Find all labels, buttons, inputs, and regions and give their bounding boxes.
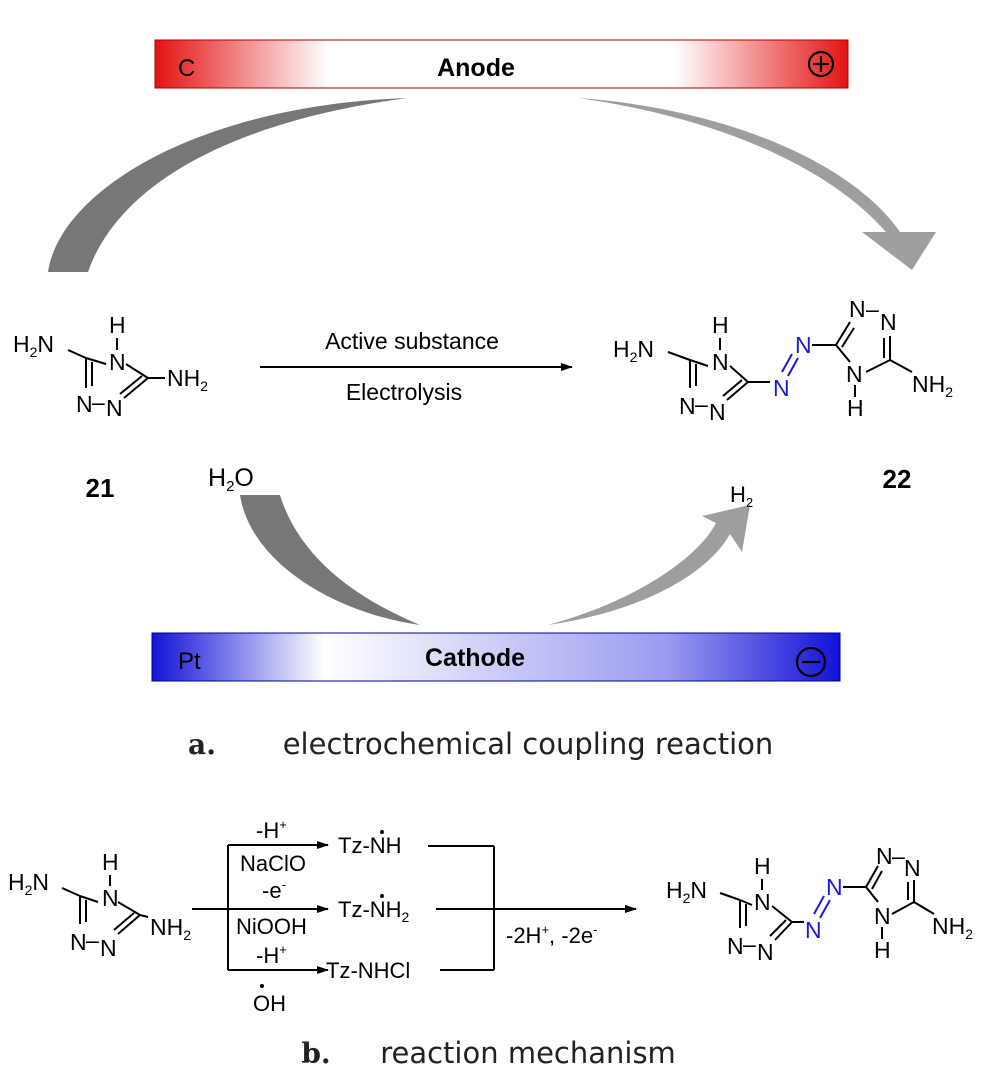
condition-top: Active substance <box>325 328 499 354</box>
svg-text:N: N <box>727 933 744 959</box>
svg-text:NH2: NH2 <box>912 371 953 400</box>
svg-text:H2N: H2N <box>613 336 654 365</box>
product-number: 22 <box>883 464 912 494</box>
svg-text:H: H <box>109 312 126 338</box>
svg-text:N: N <box>880 309 897 335</box>
svg-text:H: H <box>754 853 771 879</box>
svg-text:N: N <box>846 361 863 387</box>
cathode-arc-arrows <box>240 495 750 625</box>
svg-text:N: N <box>679 393 696 419</box>
intermediate-tz-nh2: Tz-NH2 <box>338 894 410 925</box>
reagent-3-top: -H+ <box>256 942 287 968</box>
cathode-electrode-material: Pt <box>178 648 201 675</box>
svg-text:H2N: H2N <box>8 869 49 898</box>
anode-arc-arrows <box>48 98 936 272</box>
condition-bottom: Electrolysis <box>346 379 462 405</box>
svg-text:H: H <box>712 312 729 338</box>
svg-text:N: N <box>805 917 822 943</box>
svg-text:N: N <box>754 889 771 915</box>
svg-text:N: N <box>100 935 117 961</box>
branch-arrows <box>192 841 329 974</box>
reagent-2-top: -e- <box>262 877 286 903</box>
svg-text:Tz-NH: Tz-NH <box>338 833 402 858</box>
svg-text:N: N <box>76 391 93 417</box>
svg-text:N: N <box>712 349 729 375</box>
svg-text:N: N <box>826 874 843 900</box>
svg-text:N: N <box>874 903 891 929</box>
svg-text:N: N <box>795 332 812 358</box>
step-label: -2H+, -2e- <box>506 922 597 948</box>
anode-electrode: C Anode <box>154 39 849 89</box>
svg-text:N: N <box>773 375 790 401</box>
product-b-structure: H2N H N N – N N N N – N N H NH2 <box>666 843 973 965</box>
svg-text:N: N <box>70 929 87 955</box>
svg-text:N: N <box>904 855 921 881</box>
reactant-21-structure: H N H2N NH2 N – N <box>13 312 208 421</box>
svg-text:–: – <box>92 389 105 415</box>
reactant-b-structure: H N H2N NH2 N – N <box>8 849 191 961</box>
caption-b-letter: b. <box>301 1037 330 1070</box>
svg-text:NH2: NH2 <box>932 913 973 942</box>
reagent-3-bottom: OH <box>253 984 286 1016</box>
svg-text:H: H <box>102 849 119 875</box>
svg-text:N: N <box>109 349 126 375</box>
svg-text:OH: OH <box>253 991 286 1016</box>
reagent-1-bottom: NaClO <box>240 851 306 876</box>
svg-text:–: – <box>86 927 99 953</box>
svg-text:N: N <box>709 399 726 425</box>
plus-icon <box>807 50 835 78</box>
cathode-electrode: Pt Cathode <box>151 632 841 682</box>
intermediate-tz-nhcl: Tz-NHCl <box>326 958 410 983</box>
svg-text:N: N <box>876 843 893 869</box>
svg-text:N: N <box>106 395 123 421</box>
svg-text:N: N <box>102 885 119 911</box>
intermediate-tz-nh: Tz-NH <box>338 830 402 858</box>
caption-a-letter: a. <box>188 728 216 761</box>
reagent-1-top: -H+ <box>256 817 287 843</box>
minus-icon <box>795 646 827 678</box>
cathode-label: Cathode <box>425 644 525 672</box>
svg-text:N: N <box>849 296 866 322</box>
anode-electrode-material: C <box>178 55 195 82</box>
merge-bracket <box>428 845 637 971</box>
hydrogen-label: H2 <box>730 482 753 510</box>
svg-text:NH2: NH2 <box>167 365 208 394</box>
svg-text:H: H <box>847 395 864 421</box>
svg-text:Tz-NH2: Tz-NH2 <box>338 897 410 925</box>
caption-b-text: reaction mechanism <box>380 1036 676 1070</box>
svg-text:H2N: H2N <box>666 877 707 906</box>
caption-a-text: electrochemical coupling reaction <box>283 727 774 761</box>
svg-text:–: – <box>743 931 756 957</box>
svg-text:–: – <box>892 843 905 869</box>
reactant-number: 21 <box>86 473 115 503</box>
svg-text:–: – <box>695 391 708 417</box>
svg-text:H: H <box>874 937 891 963</box>
reagent-2-bottom: NiOOH <box>236 914 307 939</box>
svg-text:H2N: H2N <box>13 331 54 360</box>
water-label: H2O <box>208 464 254 495</box>
svg-text:–: – <box>866 296 879 322</box>
product-22-structure: H2N H N N – N N N N – N N H NH2 <box>613 296 953 425</box>
svg-text:NH2: NH2 <box>150 914 191 943</box>
anode-label: Anode <box>437 54 515 82</box>
svg-text:N: N <box>757 939 774 965</box>
